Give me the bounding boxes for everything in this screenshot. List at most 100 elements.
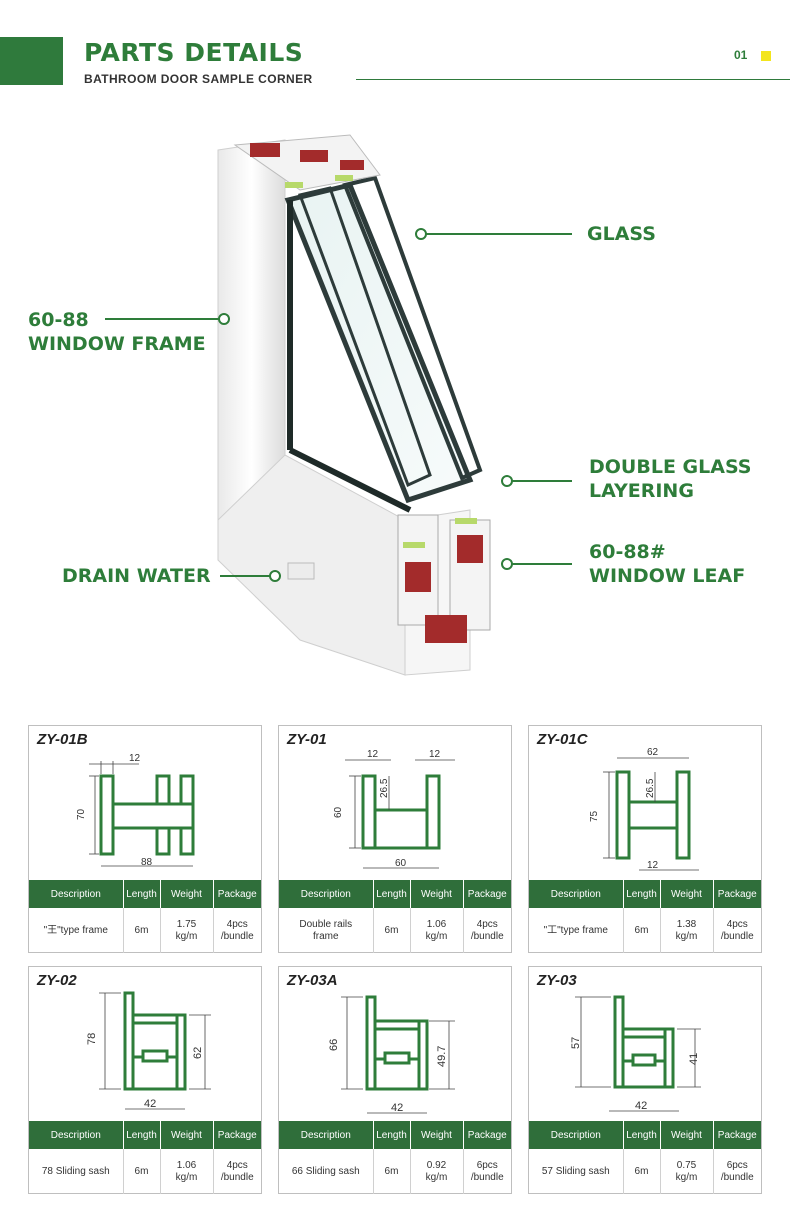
page-title: PARTS DETAILS xyxy=(84,38,304,67)
header-weight: Weight xyxy=(660,1121,714,1149)
header-package: Package xyxy=(213,880,261,908)
dim-label: 12 xyxy=(647,860,659,871)
page-subtitle: BATHROOM DOOR SAMPLE CORNER xyxy=(84,72,313,86)
cell-description: "工"type frame xyxy=(529,908,624,953)
profile-drawing-zy-02: 78 62 42 xyxy=(86,991,211,1110)
dim-label: 12 xyxy=(429,749,441,760)
header-package: Package xyxy=(713,880,761,908)
dim-label: 70 xyxy=(76,808,87,820)
header-length: Length xyxy=(373,1121,411,1149)
callout-glass: GLASS xyxy=(587,223,656,245)
product-card-zy-02: ZY-02 78 62 42 Description Length Weight… xyxy=(28,966,262,1194)
dim-label: 26.5 xyxy=(379,778,390,798)
dim-label: 12 xyxy=(367,749,379,760)
product-code: ZY-02 xyxy=(37,972,77,989)
cell-weight: 1.38 kg/m xyxy=(660,908,714,953)
callout-leaf-line2: WINDOW LEAF xyxy=(589,565,746,587)
product-card-zy-03a: ZY-03A 66 49.7 42 Description Length Wei… xyxy=(278,966,512,1194)
header-package: Package xyxy=(213,1121,261,1149)
header-divider xyxy=(356,79,790,80)
callout-double-glass-line1: DOUBLE GLASS xyxy=(589,456,752,478)
spec-table: Description Length Weight Package 57 Sli… xyxy=(529,1121,761,1194)
header-description: Description xyxy=(529,880,624,908)
header-package: Package xyxy=(463,1121,511,1149)
dim-label: 66 xyxy=(328,1039,340,1051)
cell-weight: 1.06 kg/m xyxy=(410,908,464,953)
callout-drain-water: DRAIN WATER xyxy=(62,565,211,587)
cell-length: 6m xyxy=(123,908,161,953)
header-accent-block xyxy=(0,37,63,85)
spec-table: Description Length Weight Package 66 Sli… xyxy=(279,1121,511,1194)
header-weight: Weight xyxy=(410,1121,464,1149)
spec-table: Description Length Weight Package 78 Sli… xyxy=(29,1121,261,1194)
dim-label: 60 xyxy=(395,858,407,869)
cell-package: 6pcs /bundle xyxy=(470,1159,504,1183)
header-description: Description xyxy=(279,880,374,908)
header-length: Length xyxy=(623,880,661,908)
cell-length: 6m xyxy=(373,908,411,953)
product-code: ZY-01B xyxy=(37,731,88,748)
cell-weight: 1.75 kg/m xyxy=(160,908,214,953)
callout-double-glass-line2: LAYERING xyxy=(589,480,694,502)
profile-drawing-zy-01: 12 12 26.5 60 60 xyxy=(333,749,455,869)
cell-description: 57 Sliding sash xyxy=(529,1149,624,1194)
profile-drawing-zy-03: 57 41 42 xyxy=(570,995,701,1112)
dim-label: 26.5 xyxy=(645,778,656,798)
dim-label: 42 xyxy=(144,1098,156,1110)
cell-package: 6pcs /bundle xyxy=(720,1159,754,1183)
dim-label: 75 xyxy=(589,810,600,822)
cell-length: 6m xyxy=(123,1149,161,1194)
header-weight: Weight xyxy=(160,1121,214,1149)
profile-drawing-zy-01c: 62 26.5 75 12 xyxy=(589,747,699,871)
header-length: Length xyxy=(373,880,411,908)
header-description: Description xyxy=(29,880,124,908)
product-card-zy-01b: ZY-01B 12 70 88 Description Length Weigh… xyxy=(28,725,262,953)
dim-label: 49.7 xyxy=(436,1046,448,1067)
dim-label: 41 xyxy=(688,1053,700,1065)
dim-label: 12 xyxy=(129,753,141,764)
product-code: ZY-01C xyxy=(537,731,588,748)
header-length: Length xyxy=(623,1121,661,1149)
cell-weight: 0.92 kg/m xyxy=(410,1149,464,1194)
dim-label: 42 xyxy=(391,1102,403,1114)
page-number: 01 xyxy=(734,48,748,62)
header-package: Package xyxy=(713,1121,761,1149)
profile-drawing-zy-01b: 12 70 88 xyxy=(76,753,195,868)
cell-description: 78 Sliding sash xyxy=(29,1149,124,1194)
header-length: Length xyxy=(123,1121,161,1149)
dim-label: 60 xyxy=(333,806,344,818)
dim-label: 62 xyxy=(192,1047,204,1059)
dim-label: 42 xyxy=(635,1100,647,1112)
dim-label: 57 xyxy=(570,1037,582,1049)
spec-table: Description Length Weight Package "工"typ… xyxy=(529,880,761,953)
spec-table: Description Length Weight Package Double… xyxy=(279,880,511,953)
cell-package: 4pcs /bundle xyxy=(470,918,504,942)
product-card-zy-03: ZY-03 57 41 42 Description Length Weight… xyxy=(528,966,762,1194)
cell-length: 6m xyxy=(623,908,661,953)
header-description: Description xyxy=(29,1121,124,1149)
cell-weight: 0.75 kg/m xyxy=(660,1149,714,1194)
product-card-zy-01: ZY-01 12 12 26.5 60 60 Description Lengt… xyxy=(278,725,512,953)
cell-description: "王"type frame xyxy=(29,908,124,953)
header-weight: Weight xyxy=(160,880,214,908)
callout-leaf-line1: 60-88# xyxy=(589,541,666,563)
header-description: Description xyxy=(279,1121,374,1149)
cell-weight: 1.06 kg/m xyxy=(160,1149,214,1194)
header-description: Description xyxy=(529,1121,624,1149)
cell-package: 4pcs /bundle xyxy=(720,918,754,942)
header-weight: Weight xyxy=(410,880,464,908)
profile-drawing-zy-03a: 66 49.7 42 xyxy=(328,995,455,1114)
header-length: Length xyxy=(123,880,161,908)
header-package: Package xyxy=(463,880,511,908)
cell-package: 4pcs /bundle xyxy=(220,918,254,942)
callout-frame-line1: 60-88 xyxy=(28,309,89,331)
callout-frame-line2: WINDOW FRAME xyxy=(28,333,206,355)
dim-label: 88 xyxy=(141,857,153,868)
spec-table: Description Length Weight Package "王"typ… xyxy=(29,880,261,953)
cell-length: 6m xyxy=(623,1149,661,1194)
cell-description: 66 Sliding sash xyxy=(279,1149,374,1194)
window-corner-illustration xyxy=(105,134,572,676)
dim-label: 78 xyxy=(86,1033,98,1045)
page-marker-dot xyxy=(761,51,771,61)
cell-package: 4pcs /bundle xyxy=(220,1159,254,1183)
